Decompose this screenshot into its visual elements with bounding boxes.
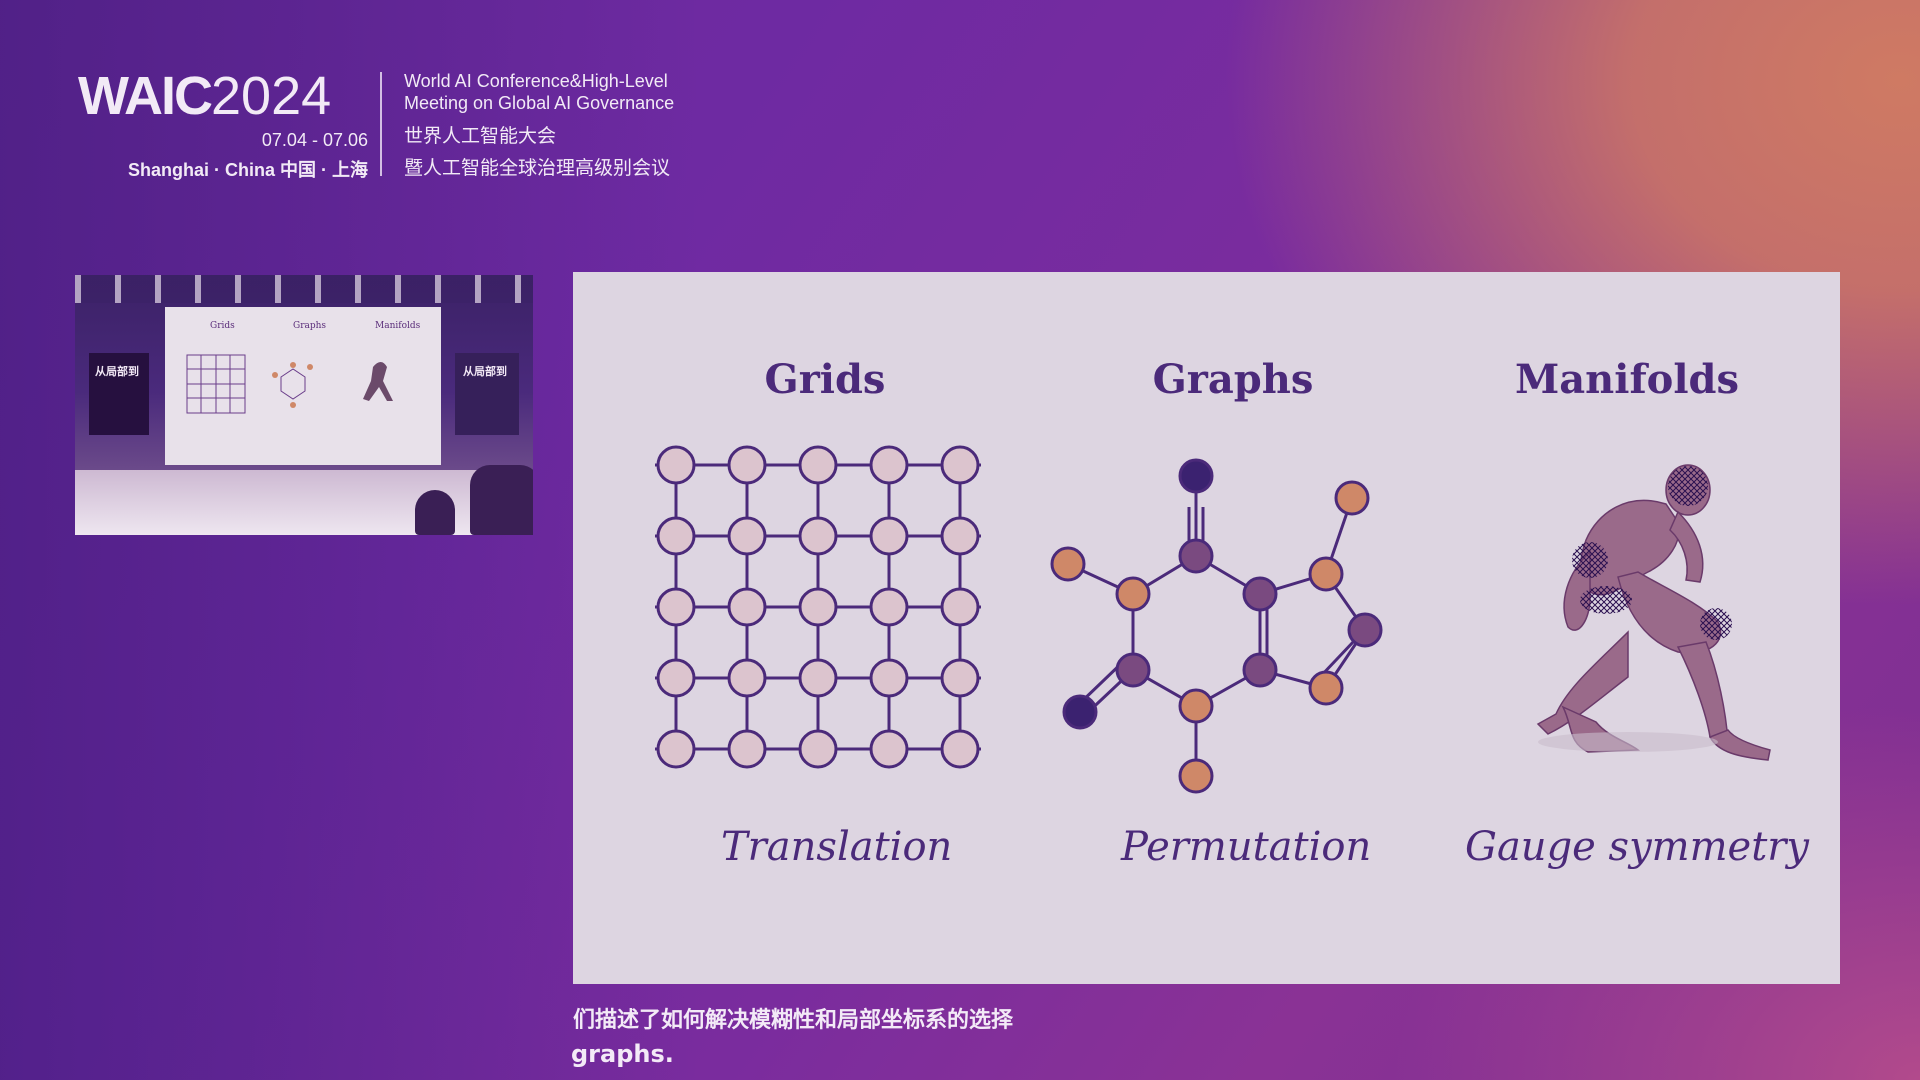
grid-node	[869, 445, 909, 485]
molecule-node	[1308, 670, 1344, 706]
column-subtitle-permutation: Permutation	[1121, 824, 1372, 870]
grid-node	[798, 445, 838, 485]
grid-node	[869, 658, 909, 698]
molecule-node	[1242, 652, 1278, 688]
grid-node	[940, 445, 980, 485]
molecule-node	[1242, 576, 1278, 612]
molecule-node	[1178, 688, 1214, 724]
grid-node	[727, 729, 767, 769]
camera-ceiling	[75, 275, 533, 303]
molecule-node	[1347, 612, 1383, 648]
molecule-node	[1062, 694, 1098, 730]
kneeling-figure-mesh-icon	[1536, 464, 1771, 761]
column-subtitle-translation: Translation	[721, 824, 953, 870]
camera-screen-graphics	[186, 354, 393, 414]
conference-title: World AI Conference&High-Level Meeting o…	[404, 70, 674, 184]
grid-graph-icon	[655, 445, 981, 769]
column-title-grids: Grids	[764, 356, 886, 403]
grid-node	[798, 729, 838, 769]
molecule-node	[1334, 480, 1370, 516]
molecule-node	[1308, 556, 1344, 592]
event-city: Shanghai · China 中国 · 上海	[127, 160, 368, 180]
molecule-node	[1178, 758, 1214, 794]
grid-node	[940, 658, 980, 698]
camera-screen-title-1: Grids	[210, 321, 235, 331]
camera-feed: 从局部到 从局部到 Grids Graphs Manifolds	[75, 275, 533, 535]
grid-node	[727, 658, 767, 698]
molecule-node	[1050, 546, 1086, 582]
molecule-node	[1178, 538, 1214, 574]
grid-node	[727, 587, 767, 627]
camera-screen-title-3: Manifolds	[375, 321, 421, 331]
camera-screen-title-2: Graphs	[293, 321, 327, 331]
presentation-slide: Grids Graphs Manifolds	[573, 272, 1840, 984]
title-cn-line1: 世界人工智能大会	[404, 125, 557, 147]
grid-node	[940, 587, 980, 627]
camera-sign-right: 从局部到	[463, 365, 507, 378]
grid-node	[727, 445, 767, 485]
grid-node	[656, 658, 696, 698]
grid-node	[869, 516, 909, 556]
caption-chinese: 们描述了如何解决模糊性和局部坐标系的选择	[573, 1008, 1014, 1033]
column-title-graphs: Graphs	[1152, 356, 1314, 403]
grid-node	[656, 516, 696, 556]
grid-node	[798, 516, 838, 556]
camera-projection-screen: Grids Graphs Manifolds	[165, 307, 441, 465]
grid-node	[940, 516, 980, 556]
grid-node	[727, 516, 767, 556]
waic-logo: WAIC2024 07.04 - 07.06 Shanghai · China …	[78, 66, 368, 186]
camera-banner-right: 从局部到	[455, 353, 519, 435]
grid-node	[940, 729, 980, 769]
grid-node	[656, 587, 696, 627]
camera-floor	[75, 470, 533, 535]
logo-wordmark: WAIC2024	[78, 66, 331, 126]
column-subtitle-gauge-symmetry: Gauge symmetry	[1465, 824, 1810, 870]
molecule-node	[1178, 458, 1214, 494]
camera-banner-left: 从局部到	[89, 353, 149, 435]
header-divider	[380, 72, 382, 176]
column-title-manifolds: Manifolds	[1514, 356, 1740, 403]
camera-audience-person	[470, 465, 533, 535]
grid-node	[798, 587, 838, 627]
molecule-node	[1115, 576, 1151, 612]
molecule-graph-icon	[1050, 458, 1383, 794]
title-cn-line2: 暨人工智能全球治理高级别会议	[404, 157, 671, 179]
logo-year: 2024	[211, 66, 332, 126]
molecule-node	[1115, 652, 1151, 688]
grid-node	[798, 658, 838, 698]
grid-node	[869, 587, 909, 627]
grid-node	[656, 729, 696, 769]
title-en-line2: Meeting on Global AI Governance	[404, 93, 675, 113]
camera-sign-left: 从局部到	[95, 365, 139, 378]
caption-english: graphs.	[571, 1040, 674, 1068]
grid-node	[656, 445, 696, 485]
camera-audience-person	[415, 490, 455, 535]
grid-node	[869, 729, 909, 769]
title-en-line1: World AI Conference&High-Level	[404, 71, 668, 91]
logo-brand: WAIC	[78, 66, 213, 126]
event-dates: 07.04 - 07.06	[261, 130, 368, 150]
